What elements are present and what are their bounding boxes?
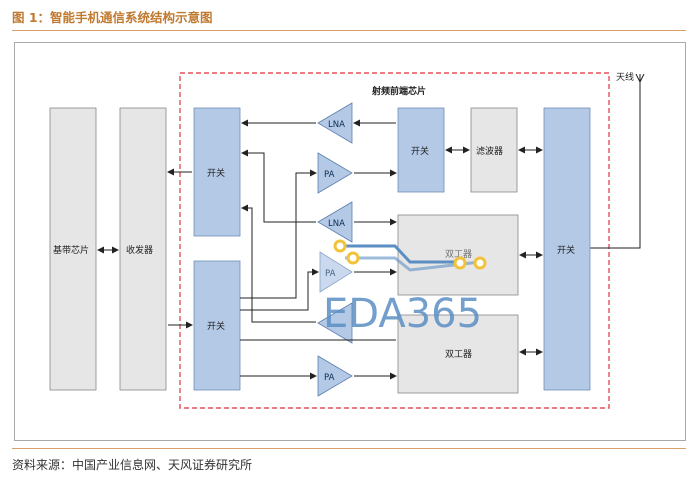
baseband-label: 基带芯片 — [53, 244, 89, 256]
rf-frontend-region — [179, 72, 610, 409]
pa-bottom-label: PA — [324, 373, 335, 383]
bottom-rule — [12, 448, 686, 449]
source-note: 资料来源：中国产业信息网、天风证券研究所 — [12, 458, 253, 472]
switch-middle — [397, 107, 445, 193]
signal-paths — [240, 119, 543, 380]
switch-lower-left-label: 开关 — [207, 320, 225, 332]
pa-mid-label: PA — [325, 269, 336, 279]
lna-top-label: LNA — [328, 120, 345, 130]
top-rule — [12, 30, 686, 31]
watermark-circuit-icon — [333, 239, 487, 272]
duplexer-lower-block — [397, 314, 519, 394]
watermark-text: EDA365 — [323, 291, 482, 337]
switch-lower-left — [193, 260, 241, 391]
pa-top-label: PA — [324, 170, 335, 180]
switch-upper-left-label: 开关 — [207, 167, 225, 179]
switch-upper-left — [193, 107, 241, 237]
switch-right — [543, 107, 591, 391]
transceiver-block — [119, 107, 167, 391]
figure-title: 图 1：智能手机通信系统结构示意图 — [12, 10, 213, 25]
lna-top-triangle — [317, 102, 353, 144]
switch-right-label: 开关 — [557, 244, 575, 256]
baseband-block — [49, 107, 97, 391]
antenna-icon — [590, 73, 645, 249]
lna-mid-label: LNA — [328, 219, 345, 229]
lna-lower-triangle — [317, 302, 353, 344]
pa-mid-triangle — [319, 251, 353, 293]
switch-middle-label: 开关 — [411, 145, 429, 157]
filter-label: 滤波器 — [476, 145, 503, 157]
duplexer-upper-label: 双工器 — [445, 249, 472, 260]
pa-bottom-triangle — [317, 355, 353, 397]
duplexer-upper-block — [397, 214, 519, 296]
rf-frontend-label: 射频前端芯片 — [371, 85, 426, 97]
antenna-label: 天线 — [616, 71, 634, 83]
lna-mid-triangle — [317, 201, 353, 243]
duplexer-lower-label: 双工器 — [445, 349, 472, 360]
filter-block — [470, 107, 518, 193]
pa-top-triangle — [317, 152, 353, 194]
transceiver-label: 收发器 — [126, 244, 153, 256]
